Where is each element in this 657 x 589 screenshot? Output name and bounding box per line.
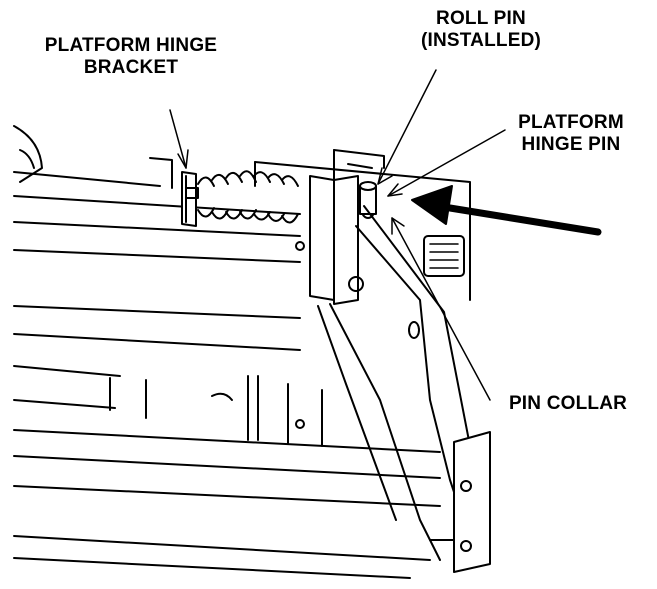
label-line: PLATFORM HINGE (44, 35, 218, 56)
lower-frame (13, 365, 441, 579)
direction-arrow (411, 185, 602, 236)
torsion-spring (197, 170, 299, 224)
upper-beam (13, 157, 301, 351)
label-line: ROLL PIN (436, 8, 526, 29)
label-line: BRACKET (83, 57, 179, 78)
platform-hinge-pin-label: PLATFORM HINGE PIN (486, 112, 656, 156)
label-line: HINGE PIN (521, 134, 621, 155)
label-line: PLATFORM (518, 112, 624, 133)
leader-lines (169, 69, 506, 401)
hinge-bracket (181, 171, 199, 227)
drum-rear (13, 125, 43, 183)
roll-pin-label: ROLL PIN (INSTALLED) (396, 8, 566, 52)
platform-hinge-bracket-label: PLATFORM HINGE BRACKET (6, 35, 256, 79)
label-line: PIN COLLAR (508, 393, 628, 414)
hinge-yoke (295, 149, 385, 305)
pin-collar-label: PIN COLLAR (480, 393, 656, 415)
hinge-pin-assembly (359, 181, 377, 219)
side-cover-vents (423, 235, 465, 277)
label-line: (INSTALLED) (420, 30, 542, 51)
mounting-plate (429, 431, 491, 573)
center-support (211, 375, 323, 447)
